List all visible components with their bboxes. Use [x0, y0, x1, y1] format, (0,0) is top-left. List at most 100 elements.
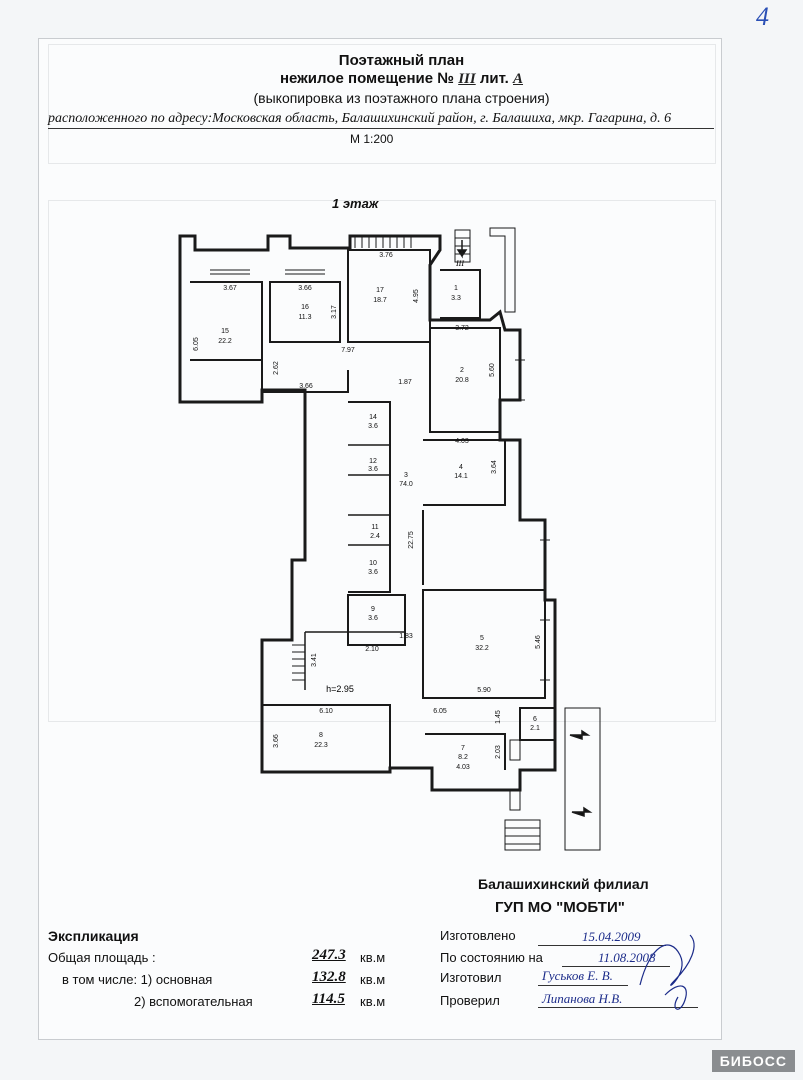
height-label: h=2.95 [326, 684, 354, 694]
dimension-label: 3.67 [223, 285, 237, 292]
room-area: 3.6 [368, 423, 378, 430]
room-area: 2.1 [530, 725, 540, 732]
room-number: 7 [461, 745, 465, 752]
room-number: 5 [480, 635, 484, 642]
partition-wall [348, 444, 390, 546]
premise-mark: III [455, 259, 464, 268]
made-by-name: Гуськов Е. В. [542, 968, 613, 983]
unit-label: кв.м [360, 994, 386, 1009]
partition-wall [425, 733, 506, 770]
total-area-value: 247.3 [312, 947, 346, 963]
room-area: 20.8 [455, 377, 469, 384]
room-area: 3.6 [368, 569, 378, 576]
dimension-label: 4.03 [456, 764, 470, 771]
bleed-through-table [48, 44, 716, 164]
room-area: 22.3 [314, 742, 328, 749]
dimension-label: 22.75 [408, 531, 415, 549]
entrance-arrow [571, 806, 593, 818]
windows [210, 269, 550, 811]
dimension-label: 4.03 [455, 438, 469, 445]
dimension-label: 6.05 [193, 337, 200, 351]
dimension-label: 7.97 [341, 347, 355, 354]
checked-label: Проверил [440, 993, 500, 1008]
address-underline [48, 128, 714, 129]
room-number: 2 [460, 367, 464, 374]
dimension-label: 6.05 [433, 708, 447, 715]
dimension-label: 5.60 [489, 363, 496, 377]
partition-wall [519, 707, 556, 741]
checked-by-name: Липанова Н.В. [542, 991, 623, 1006]
watermark-logo: БИБОСС [711, 1050, 795, 1072]
room-area: 22.2 [218, 338, 232, 345]
made-by-line [538, 985, 628, 986]
partition-wall [422, 589, 546, 699]
room-number: 3 [404, 472, 408, 479]
room-number: 14 [369, 414, 377, 421]
partition-wall [261, 360, 349, 393]
room-area: 2.4 [370, 533, 380, 540]
bleed-through-table [48, 200, 716, 722]
unit-label: кв.м [360, 950, 386, 965]
room-area: 8.2 [458, 754, 468, 761]
room-number: 9 [371, 606, 375, 613]
floor-plan: 15 22.2 16 11.3 17 18.7 1 3.3 2 20.8 14 … [178, 227, 601, 851]
dimension-label: 3.72 [455, 325, 469, 332]
dimension-label: 3.66 [273, 734, 280, 748]
room-number: 6 [533, 716, 537, 723]
floor-label: 1 этаж [332, 196, 379, 211]
room-area: 74.0 [399, 481, 413, 488]
plan-subtitle: (выкопировка из поэтажного плана строени… [253, 90, 550, 106]
page-number: 4 [756, 2, 769, 31]
dimension-label: 5.90 [477, 687, 491, 694]
state-date: 11.08.2008 [598, 950, 656, 965]
entrance-arrow [456, 240, 468, 259]
state-date-line [562, 966, 670, 967]
dimension-label: 6.10 [319, 708, 333, 715]
partition-wall [423, 439, 506, 506]
aux-area-value: 114.5 [312, 991, 345, 1007]
room-number: 8 [319, 732, 323, 739]
partition-wall [348, 401, 391, 593]
room-number: 17 [376, 287, 384, 294]
checked-by-line [538, 1007, 698, 1008]
address: расположенного по адресу:Московская обла… [48, 111, 672, 126]
room-area: 32.2 [475, 645, 489, 652]
room-area: 3.6 [368, 466, 378, 473]
dimension-label: 1.83 [399, 633, 413, 640]
main-area-value: 132.8 [312, 969, 346, 985]
partition-wall [190, 281, 263, 361]
room-number: 11 [371, 524, 378, 531]
aux-area-label: 2) вспомогательная [134, 994, 253, 1009]
partition-wall [440, 269, 481, 319]
made-by-label: Изготовил [440, 970, 502, 985]
document-sheet [38, 38, 722, 1040]
partition-wall [304, 631, 405, 690]
dimension-label: 3.64 [491, 460, 498, 474]
room-number: 1 [454, 285, 458, 292]
room-number: 4 [459, 464, 463, 471]
entrance-arrow [569, 729, 591, 741]
outer-wall [178, 234, 557, 792]
room-number: 10 [369, 560, 377, 567]
made-date-line [538, 945, 666, 946]
made-label: Изготовлено [440, 928, 516, 943]
dimension-label: 3.66 [299, 383, 313, 390]
signature-icon [639, 934, 695, 1010]
dimension-label: 3.66 [298, 285, 312, 292]
dimension-label: 2.62 [273, 361, 280, 375]
partition-wall [269, 281, 341, 343]
organization-branch: Балашихинский филиал [478, 876, 649, 892]
room-area: 3.3 [451, 295, 461, 302]
dimension-label: 3.76 [379, 252, 393, 259]
plan-title: Поэтажный план [338, 52, 465, 69]
partition-wall [429, 327, 501, 433]
dimension-label: 1.45 [495, 710, 502, 724]
partition-wall [347, 594, 406, 646]
main-area-label: в том числе: 1) основная [62, 972, 213, 987]
room-area: 14.1 [454, 473, 468, 480]
room-area: 18.7 [373, 297, 387, 304]
dimension-label: 1.87 [398, 379, 412, 386]
organization-name: ГУП МО "МОБТИ" [495, 899, 625, 916]
scale-label: М 1:200 [350, 132, 394, 146]
total-area-label: Общая площадь : [48, 950, 156, 965]
